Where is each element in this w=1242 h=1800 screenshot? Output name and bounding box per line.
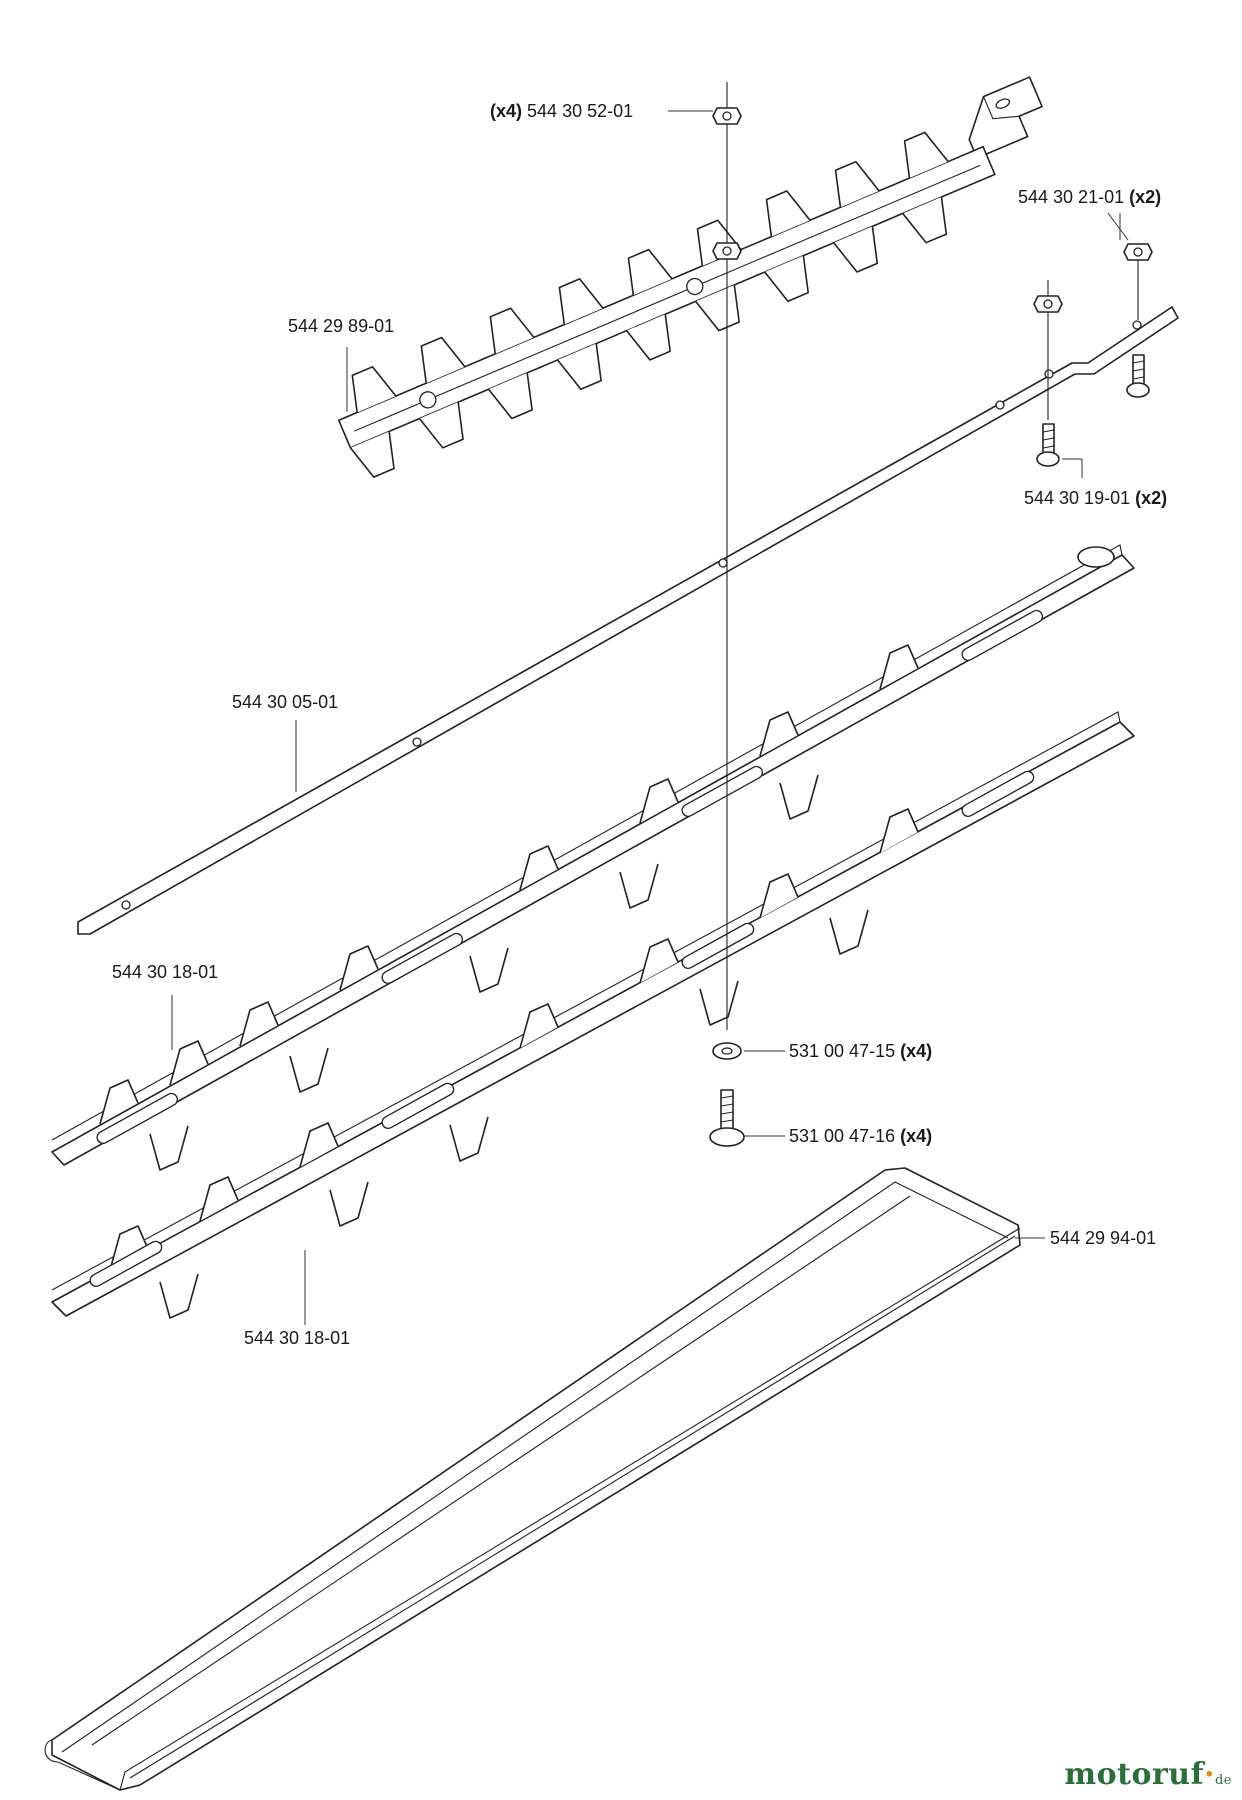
top-blade-part <box>337 76 1043 478</box>
part-number: 544 30 19-01 <box>1024 488 1131 508</box>
leader-lines <box>171 110 1129 1325</box>
callout-screw-bottom: 531 00 47-16 (x4) <box>789 1126 932 1146</box>
callout-top-blade: 544 29 89-01 <box>288 316 394 336</box>
watermark-dot: · <box>1204 1757 1215 1792</box>
callout-blade-upper: 544 30 18-01 <box>112 962 218 982</box>
part-number: 544 29 94-01 <box>1050 1228 1157 1248</box>
watermark-main: motoruf <box>1064 1757 1205 1792</box>
qty-label: (x4) <box>490 101 523 121</box>
part-number: 544 30 52-01 <box>527 101 634 121</box>
part-number: 544 30 05-01 <box>232 692 339 712</box>
cutter-blade-upper-part <box>51 544 1135 1171</box>
watermark-tld: de <box>1214 1773 1232 1788</box>
callout-guide-bar: 544 30 05-01 <box>232 692 338 712</box>
callout-screws-right: 544 30 19-01 (x2) <box>1024 488 1167 508</box>
part-number: 531 00 47-16 <box>789 1126 896 1146</box>
watermark-logo: motoruf·de <box>1064 1757 1232 1792</box>
callout-nut-right: 544 30 21-01 (x2) <box>1018 187 1161 207</box>
callout-guard: 544 29 94-01 <box>1050 1228 1156 1248</box>
fastener-stack-center <box>709 82 745 1147</box>
qty-label: (x2) <box>1135 488 1168 508</box>
guide-bar-part <box>77 306 1179 935</box>
callout-washer: 531 00 47-15 (x4) <box>789 1041 932 1061</box>
part-number: 544 30 21-01 <box>1018 187 1125 207</box>
guard-part <box>44 1167 1021 1791</box>
qty-label: (x4) <box>900 1041 933 1061</box>
part-number: 531 00 47-15 <box>789 1041 896 1061</box>
part-number: 544 29 89-01 <box>288 316 395 336</box>
qty-label: (x4) <box>900 1126 933 1146</box>
part-number: 544 30 18-01 <box>112 962 219 982</box>
part-number: 544 30 18-01 <box>244 1328 351 1348</box>
qty-label: (x2) <box>1129 187 1162 207</box>
fastener-stack-right <box>1033 243 1153 467</box>
callout-blade-lower: 544 30 18-01 <box>244 1328 350 1348</box>
callout-nut-top: (x4) 544 30 52-01 <box>490 101 633 121</box>
cutter-blade-lower-part <box>51 711 1135 1319</box>
